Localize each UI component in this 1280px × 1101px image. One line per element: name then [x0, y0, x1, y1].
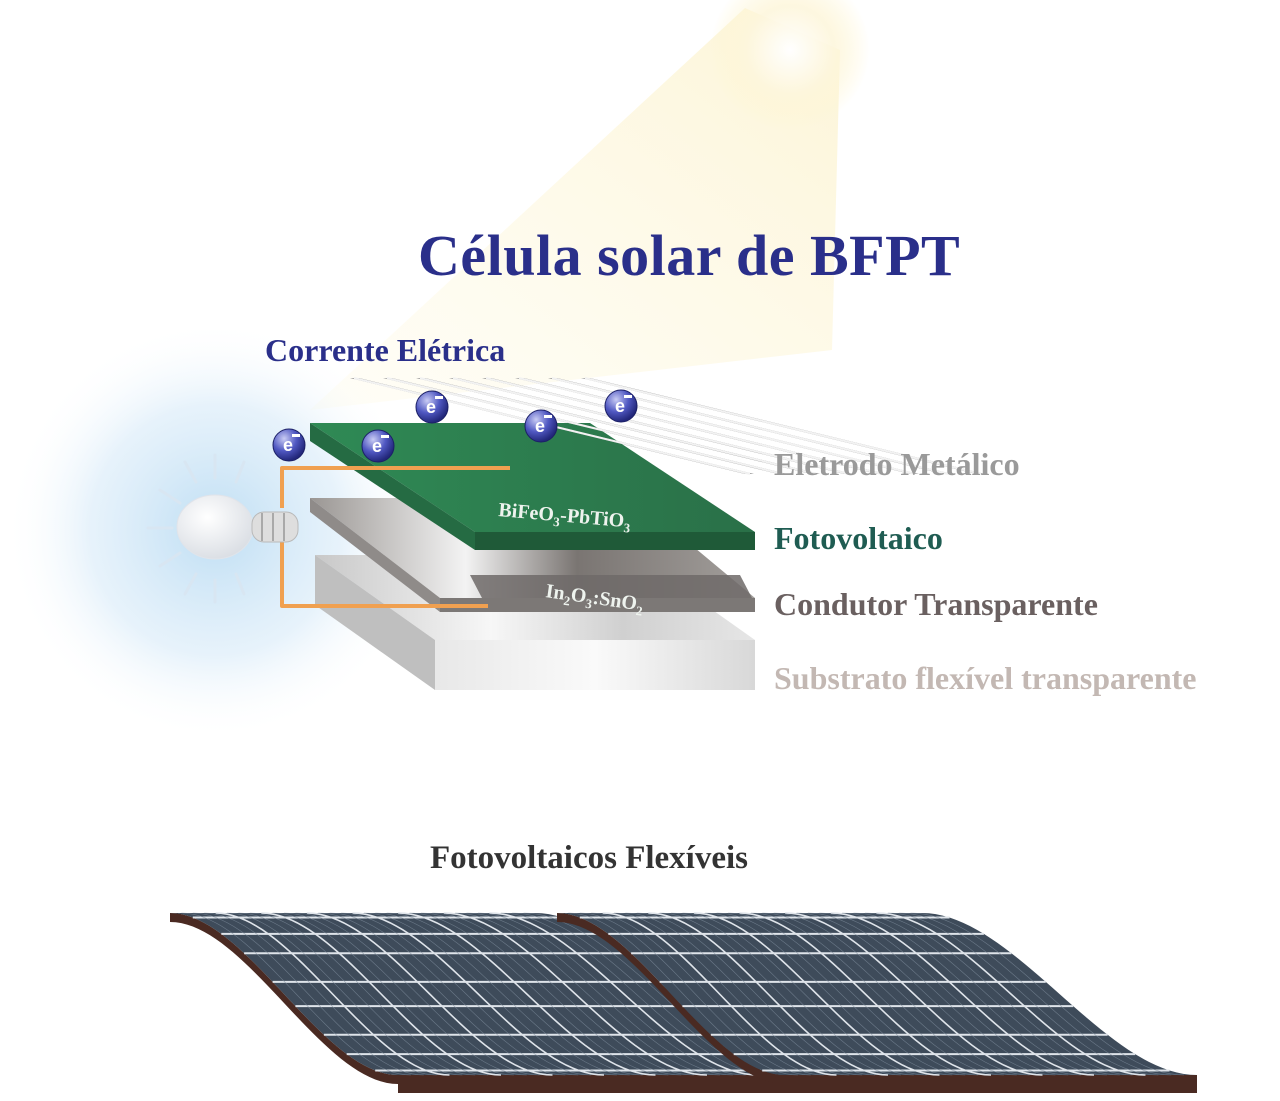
- panel-grid-line: [876, 912, 1146, 1076]
- label-photovoltaic: Fotovoltaico: [774, 520, 943, 556]
- panel-grid-line: [352, 912, 605, 1076]
- electron-symbol: e: [372, 436, 382, 456]
- light-bulb-icon: [176, 494, 299, 560]
- flexible-panels: [170, 912, 1197, 1093]
- solar-panel: [557, 912, 1197, 1093]
- panel-grid-line: [398, 912, 656, 1076]
- flexible-title: Fotovoltaicos Flexíveis: [430, 840, 749, 876]
- panel-grid-line: [648, 912, 889, 1076]
- panel-grid-line: [693, 912, 940, 1076]
- wire-circuit: [280, 466, 510, 608]
- panel-grid-line: [785, 912, 1043, 1076]
- photovoltaic-layer: BiFeO3-PbTiO3: [310, 423, 755, 550]
- page-title: Célula solar de BFPT: [418, 223, 961, 288]
- light-beam: [310, 8, 840, 410]
- electrode-strip-highlight: [518, 377, 916, 475]
- electrode-strip-highlight: [419, 377, 817, 475]
- panel-grid-line: [261, 912, 502, 1076]
- electron-icon: e: [524, 409, 558, 443]
- electron-icon: e: [272, 428, 306, 462]
- electrode-strip-highlight: [485, 377, 883, 475]
- electron-icon: e: [361, 429, 395, 463]
- panel-grid-line: [602, 912, 837, 1076]
- panel-grid-line: [215, 912, 450, 1076]
- electron-symbol: e: [535, 416, 545, 436]
- electrons: e e e e e: [272, 389, 638, 463]
- panel-grid-line: [306, 912, 553, 1076]
- sun-icon: [710, 0, 870, 130]
- electrode-strip-highlight: [584, 377, 982, 475]
- solar-panel: [170, 912, 810, 1093]
- bulb-rays: [146, 453, 246, 604]
- label-electrode: Eletrodo Metálico: [774, 446, 1020, 482]
- electrode-strip-highlight: [386, 377, 784, 475]
- electron-symbol: e: [283, 435, 293, 455]
- electron-icon: e: [415, 390, 449, 424]
- label-conductor: Condutor Transparente: [774, 586, 1098, 622]
- panel-grid-line: [739, 912, 992, 1076]
- panel-grid-line: [830, 912, 1095, 1076]
- electron-symbol: e: [615, 396, 625, 416]
- panel-grid-line: [443, 912, 708, 1076]
- electrode-strip-highlight: [452, 377, 850, 475]
- panel-grid-line: [489, 912, 759, 1076]
- current-label: Corrente Elétrica: [265, 332, 506, 368]
- label-substrate: Substrato flexível transparente: [774, 660, 1197, 696]
- electron-icon: e: [604, 389, 638, 423]
- electron-symbol: e: [426, 397, 436, 417]
